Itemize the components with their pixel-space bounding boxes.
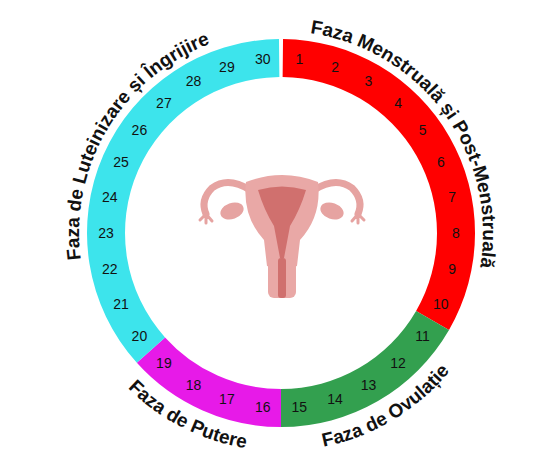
day-number: 10 — [433, 297, 449, 311]
day-number: 7 — [448, 190, 456, 204]
day-number: 23 — [98, 226, 114, 240]
phase-label: Faza de Luteinizare și Îngrijire — [62, 28, 212, 261]
day-number: 11 — [415, 329, 430, 343]
phase-arc — [283, 39, 475, 330]
day-number: 4 — [394, 96, 402, 110]
day-number: 3 — [365, 74, 373, 88]
day-number: 14 — [327, 392, 343, 406]
day-number: 29 — [219, 60, 235, 74]
day-number: 20 — [132, 329, 148, 343]
phase-label: Faza de Putere — [125, 376, 249, 452]
uterus — [200, 175, 364, 298]
phase-label-path: Faza de Luteinizare și Îngrijire — [62, 28, 212, 261]
day-number: 2 — [331, 60, 339, 74]
phase-arc — [137, 337, 281, 427]
day-number: 22 — [102, 262, 118, 276]
phase-label: Faza de Ovulație — [320, 360, 453, 451]
day-number: 16 — [255, 400, 271, 414]
day-number: 12 — [390, 356, 406, 370]
day-number: 25 — [113, 155, 129, 169]
day-number: 15 — [291, 400, 307, 414]
day-number: 18 — [186, 378, 202, 392]
day-number: 17 — [219, 392, 235, 406]
day-number: 19 — [156, 356, 172, 370]
day-number: 1 — [295, 52, 303, 66]
phase-label-path: Faza Menstruală și Post-Menstruală — [309, 16, 500, 270]
day-number: 27 — [156, 96, 172, 110]
day-number: 30 — [255, 52, 271, 66]
phase-label-path: Faza de Ovulație — [320, 360, 453, 451]
day-number: 13 — [361, 378, 377, 392]
day-number: 6 — [437, 155, 445, 169]
day-number: 21 — [113, 297, 129, 311]
day-number: 5 — [419, 123, 427, 137]
day-number: 28 — [186, 74, 202, 88]
day-number: 8 — [452, 226, 460, 240]
day-number: 24 — [102, 190, 118, 204]
day-number: 9 — [448, 262, 456, 276]
phase-arc — [87, 39, 279, 363]
phase-label-path: Faza de Putere — [125, 376, 249, 452]
phase-label: Faza Menstruală și Post-Menstruală — [309, 16, 500, 270]
day-number: 26 — [132, 123, 148, 137]
phase-arc — [281, 311, 449, 427]
